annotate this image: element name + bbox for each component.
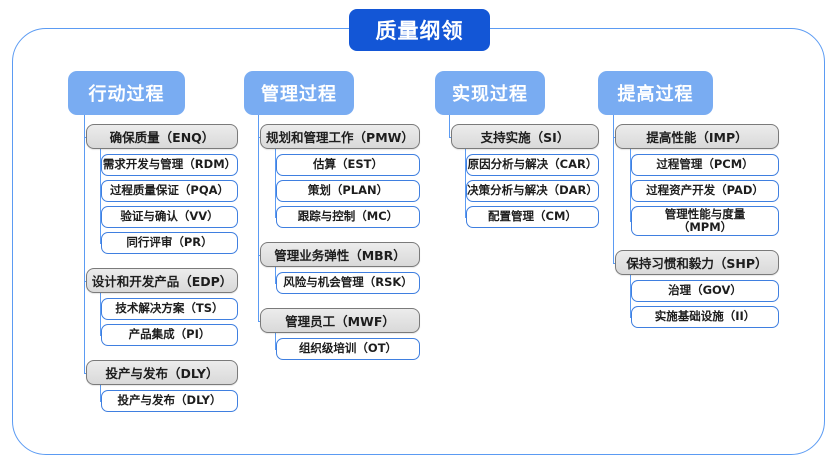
connector-stub-group [84, 372, 86, 374]
leaf-box-4-1-1[interactable]: 过程管理（PCM） [631, 154, 779, 176]
group-box-1-1[interactable]: 确保质量（ENQ） [86, 124, 238, 149]
connector-spine-children [100, 293, 102, 335]
column-header-2: 管理过程 [244, 71, 354, 115]
group-box-3-1[interactable]: 支持实施（SI） [451, 124, 599, 149]
leaf-box-2-1-1[interactable]: 估算（EST） [276, 154, 420, 176]
leaf-box-2-2-1[interactable]: 风险与机会管理（RSK） [276, 272, 420, 294]
connector-spine-children [465, 149, 467, 217]
leaf-box-4-2-2[interactable]: 实施基础设施（II） [631, 306, 779, 328]
leaf-box-3-1-1[interactable]: 原因分析与解决（CAR） [466, 154, 599, 176]
connector-spine-children [275, 267, 277, 283]
column-header-1: 行动过程 [68, 71, 185, 115]
leaf-box-2-1-3[interactable]: 跟踪与控制（MC） [276, 206, 420, 228]
leaf-box-1-1-2[interactable]: 过程质量保证（PQA） [101, 180, 238, 202]
group-box-4-1[interactable]: 提高性能（IMP） [615, 124, 779, 149]
connector-stub-leaf [275, 217, 276, 219]
group-box-2-1[interactable]: 规划和管理工作（PMW） [260, 124, 420, 149]
group-box-4-2[interactable]: 保持习惯和毅力（SHP） [615, 250, 779, 275]
leaf-box-4-1-3[interactable]: 管理性能与度量（MPM） [631, 206, 779, 236]
leaf-box-4-2-1[interactable]: 治理（GOV） [631, 280, 779, 302]
diagram-title: 质量纲领 [349, 9, 490, 51]
connector-spine-children [275, 333, 277, 349]
leaf-box-1-1-4[interactable]: 同行评审（PR） [101, 232, 238, 254]
connector-spine-children [275, 149, 277, 217]
connector-spine-column-3 [449, 115, 451, 137]
leaf-box-1-2-2[interactable]: 产品集成（PI） [101, 324, 238, 346]
leaf-box-1-3-1[interactable]: 投产与发布（DLY） [101, 390, 238, 412]
connector-spine-children [100, 149, 102, 243]
connector-spine-children [100, 385, 102, 401]
leaf-box-1-1-1[interactable]: 需求开发与管理（RDM） [101, 154, 238, 176]
leaf-box-3-1-2[interactable]: 决策分析与解决（DAR） [466, 180, 599, 202]
column-header-3: 实现过程 [435, 71, 545, 115]
group-box-2-2[interactable]: 管理业务弹性（MBR） [260, 242, 420, 267]
connector-stub-leaf [465, 217, 466, 219]
connector-stub-leaf [100, 401, 101, 403]
group-box-1-3[interactable]: 投产与发布（DLY） [86, 360, 238, 385]
leaf-box-2-1-2[interactable]: 策划（PLAN） [276, 180, 420, 202]
connector-stub-leaf [100, 243, 101, 245]
connector-stub-group [613, 262, 615, 264]
connector-spine-children [630, 275, 632, 317]
connector-spine-column-1 [84, 115, 86, 373]
group-box-2-3[interactable]: 管理员工（MWF） [260, 308, 420, 333]
connector-stub-leaf [630, 317, 631, 319]
connector-stub-leaf [630, 221, 631, 223]
connector-spine-column-2 [258, 115, 260, 321]
leaf-box-2-3-1[interactable]: 组织级培训（OT） [276, 338, 420, 360]
connector-stub-leaf [275, 283, 276, 285]
connector-stub-group [449, 136, 451, 138]
connector-stub-leaf [100, 335, 101, 337]
leaf-box-1-1-3[interactable]: 验证与确认（VV） [101, 206, 238, 228]
leaf-box-3-1-3[interactable]: 配置管理（CM） [466, 206, 599, 228]
column-header-4: 提高过程 [598, 71, 713, 115]
connector-stub-group [258, 320, 260, 322]
leaf-box-1-2-1[interactable]: 技术解决方案（TS） [101, 298, 238, 320]
connector-spine-column-4 [613, 115, 615, 263]
group-box-1-2[interactable]: 设计和开发产品（EDP） [86, 268, 238, 293]
connector-spine-children [630, 149, 632, 221]
connector-stub-leaf [275, 349, 276, 351]
leaf-box-4-1-2[interactable]: 过程资产开发（PAD） [631, 180, 779, 202]
